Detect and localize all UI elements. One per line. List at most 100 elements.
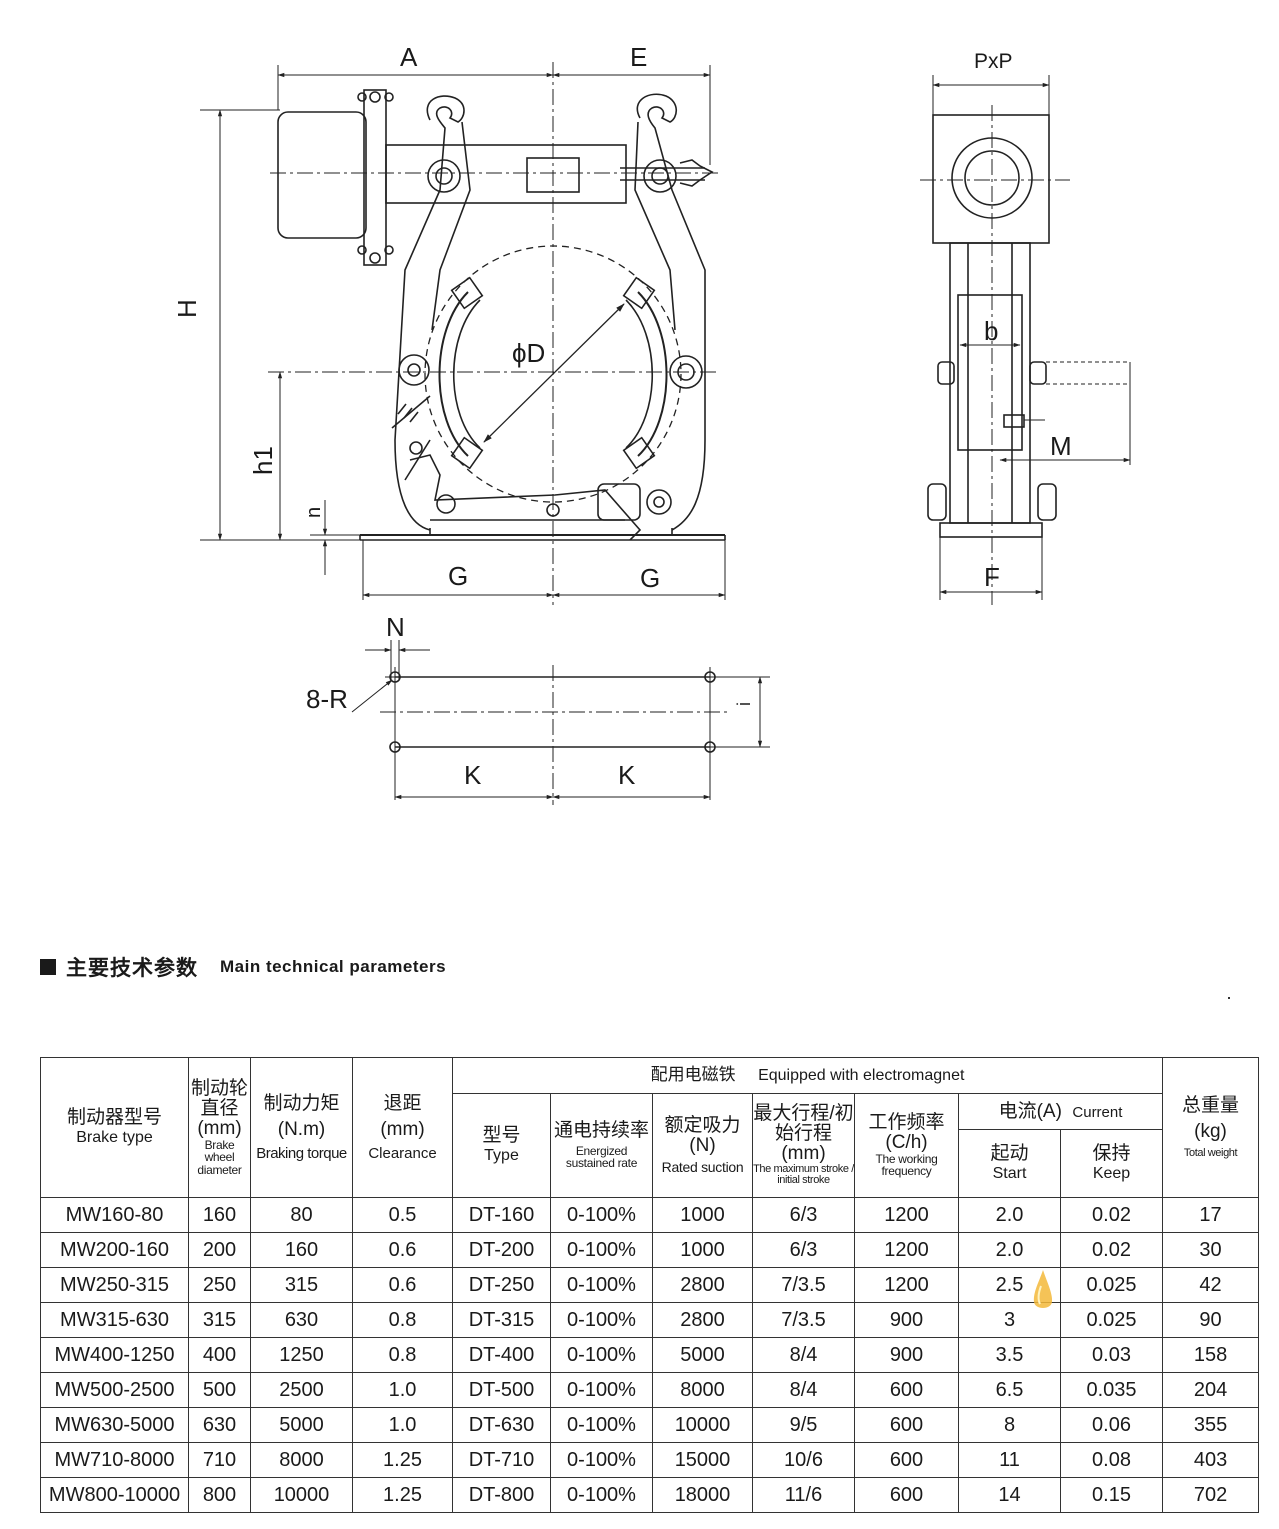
cell-sustained-rate: 0-100%: [550, 1232, 653, 1268]
cell-clearance: 0.8: [352, 1337, 453, 1373]
header-wheel-diameter: 制动轮直径 (mm) Brake wheel diameter: [188, 1057, 251, 1198]
header-em-type: 型号 Type: [452, 1093, 551, 1198]
cell-wheel-diameter: 200: [188, 1232, 251, 1268]
dim-label-m: M: [1050, 431, 1072, 461]
cell-wheel-diameter: 400: [188, 1337, 251, 1373]
technical-parameters-table: 制动器型号 Brake type 制动轮直径 (mm) Brake wheel …: [40, 1057, 1260, 1513]
cell-brake-type: MW160-80: [40, 1197, 189, 1233]
header-brake-type: 制动器型号 Brake type: [40, 1057, 189, 1198]
cell-working-frequency: 1200: [854, 1267, 959, 1303]
cell-stroke: 9/5: [752, 1407, 855, 1443]
cell-current-keep: 0.03: [1059, 1337, 1164, 1373]
cell-clearance: 1.25: [352, 1477, 453, 1513]
cell-current-start: 2.0: [958, 1232, 1061, 1268]
dim-label-h: H: [172, 299, 202, 318]
cell-current-start: 8: [958, 1407, 1061, 1443]
cell-em-type: DT-630: [452, 1407, 551, 1443]
cell-stroke: 10/6: [752, 1442, 855, 1478]
cell-braking-torque: 315: [250, 1267, 353, 1303]
dim-label-i: i: [734, 702, 754, 706]
cell-wheel-diameter: 250: [188, 1267, 251, 1303]
cell-clearance: 0.6: [352, 1232, 453, 1268]
cell-clearance: 1.25: [352, 1442, 453, 1478]
cell-rated-suction: 10000: [652, 1407, 753, 1443]
cell-working-frequency: 600: [854, 1407, 959, 1443]
section-title-en: Main technical parameters: [220, 957, 447, 976]
dim-label-g-right: G: [640, 563, 660, 593]
cell-wheel-diameter: 630: [188, 1407, 251, 1443]
cell-current-keep: 0.06: [1059, 1407, 1164, 1443]
cell-working-frequency: 600: [854, 1477, 959, 1513]
cell-clearance: 0.8: [352, 1302, 453, 1338]
cell-braking-torque: 80: [250, 1197, 353, 1233]
cell-sustained-rate: 0-100%: [550, 1477, 653, 1513]
dim-label-a: A: [400, 42, 418, 72]
cell-sustained-rate: 0-100%: [550, 1407, 653, 1443]
cell-rated-suction: 1000: [652, 1232, 753, 1268]
cell-working-frequency: 600: [854, 1442, 959, 1478]
cell-total-weight: 355: [1162, 1407, 1260, 1443]
cell-sustained-rate: 0-100%: [550, 1337, 653, 1373]
dim-label-e: E: [630, 42, 647, 72]
cell-stroke: 11/6: [752, 1477, 855, 1513]
cell-current-keep: 0.025: [1059, 1267, 1164, 1303]
cell-stroke: 8/4: [752, 1337, 855, 1373]
cell-rated-suction: 1000: [652, 1197, 753, 1233]
cell-clearance: 1.0: [352, 1372, 453, 1408]
bullet-square-icon: [40, 959, 56, 975]
cell-em-type: DT-800: [452, 1477, 551, 1513]
cell-current-start: 14: [958, 1477, 1061, 1513]
dim-label-n-hole: N: [386, 612, 405, 642]
header-clearance: 退距 (mm) Clearance: [352, 1057, 453, 1198]
header-electromagnet: 配用电磁铁 Equipped with electromagnet: [451, 1057, 1164, 1094]
cell-total-weight: 17: [1162, 1197, 1260, 1233]
cell-wheel-diameter: 800: [188, 1477, 251, 1513]
dim-label-h1: h1: [248, 446, 278, 475]
cell-working-frequency: 1200: [854, 1232, 959, 1268]
cell-braking-torque: 8000: [250, 1442, 353, 1478]
cell-working-frequency: 600: [854, 1372, 959, 1408]
header-stroke: 最大行程/初始行程 (mm) The maximum stroke / init…: [752, 1093, 855, 1198]
header-rated-suction: 额定吸力(N) Rated suction: [652, 1093, 753, 1198]
header-current-keep: 保持 Keep: [1059, 1129, 1164, 1198]
cell-stroke: 6/3: [752, 1232, 855, 1268]
side-view: [920, 75, 1131, 605]
cell-stroke: 7/3.5: [752, 1302, 855, 1338]
cell-brake-type: MW500-2500: [40, 1372, 189, 1408]
cell-braking-torque: 2500: [250, 1372, 353, 1408]
cell-working-frequency: 900: [854, 1337, 959, 1373]
cell-sustained-rate: 0-100%: [550, 1372, 653, 1408]
cell-wheel-diameter: 710: [188, 1442, 251, 1478]
cell-total-weight: 403: [1162, 1442, 1260, 1478]
cell-wheel-diameter: 160: [188, 1197, 251, 1233]
cell-em-type: DT-315: [452, 1302, 551, 1338]
cell-brake-type: MW250-315: [40, 1267, 189, 1303]
cell-brake-type: MW315-630: [40, 1302, 189, 1338]
cell-em-type: DT-710: [452, 1442, 551, 1478]
cell-current-keep: 0.08: [1059, 1442, 1164, 1478]
header-current-start: 起动 Start: [958, 1129, 1061, 1198]
cell-total-weight: 702: [1162, 1477, 1260, 1513]
base-plate-view: [351, 640, 770, 805]
dim-label-pxp: PxP: [974, 50, 1013, 73]
cell-current-keep: 0.035: [1059, 1372, 1164, 1408]
cell-current-keep: 0.02: [1059, 1232, 1164, 1268]
cell-sustained-rate: 0-100%: [550, 1442, 653, 1478]
cell-total-weight: 42: [1162, 1267, 1260, 1303]
dim-label-n: n: [303, 507, 325, 518]
cell-wheel-diameter: 315: [188, 1302, 251, 1338]
cell-brake-type: MW630-5000: [40, 1407, 189, 1443]
cell-brake-type: MW200-160: [40, 1232, 189, 1268]
cell-clearance: 0.5: [352, 1197, 453, 1233]
cell-working-frequency: 1200: [854, 1197, 959, 1233]
cell-wheel-diameter: 500: [188, 1372, 251, 1408]
section-title: 主要技术参数 Main technical parameters: [40, 952, 446, 982]
dim-label-k-right: K: [618, 760, 636, 790]
